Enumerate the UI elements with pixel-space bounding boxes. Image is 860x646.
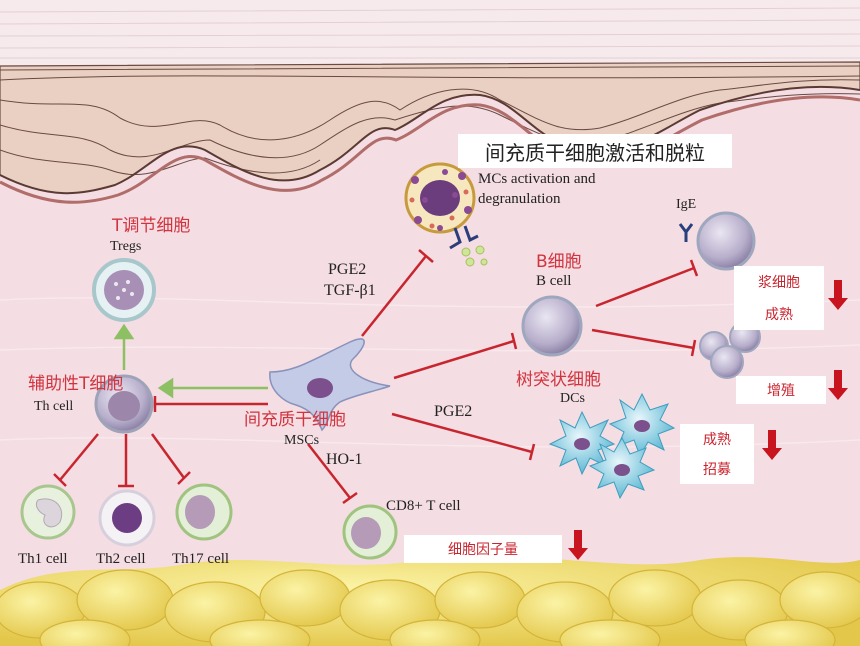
- th1-label: Th1 cell: [18, 551, 68, 567]
- plasma-cell: [696, 211, 756, 271]
- cd8-label: CD8+ T cell: [386, 498, 461, 514]
- b-cell: [521, 295, 583, 357]
- dc-effect-box: 成熟 招募: [680, 424, 754, 484]
- cytokine-box: 细胞因子量: [404, 535, 562, 563]
- proliferation-box: 增殖: [736, 376, 826, 404]
- th17-label: Th17 cell: [172, 551, 230, 567]
- treg-en-label: Tregs: [110, 239, 142, 254]
- plasma-line1: 浆细胞: [758, 275, 800, 291]
- cytokine-text: 细胞因子量: [448, 542, 518, 558]
- treg-cell: [92, 258, 156, 322]
- plasma-maturation-box: 浆细胞 成熟: [734, 266, 824, 330]
- th2-label: Th2 cell: [96, 551, 146, 567]
- promotion-arrows: [113, 323, 268, 399]
- pge2-label: PGE2: [328, 261, 367, 278]
- th-zh-label: 辅助性T细胞: [28, 374, 124, 394]
- fat-layer: [0, 555, 860, 646]
- msc-en-label: MSCs: [284, 433, 320, 448]
- treg-zh-label: T调节细胞: [112, 216, 191, 236]
- down-arrow-icons: [568, 280, 848, 560]
- mcs-en-line2: degranulation: [478, 191, 561, 207]
- bcell-en-label: B cell: [536, 273, 572, 289]
- th17-cell: [175, 483, 233, 541]
- proliferation-text: 增殖: [767, 383, 795, 399]
- tgf-beta1-label: TGF-β1: [324, 282, 376, 299]
- mcs-title-zh: 间充质干细胞激活和脱粒: [485, 140, 705, 165]
- th2-cell: [98, 489, 156, 547]
- msc-cell: [269, 338, 391, 432]
- dc-en-label: DCs: [560, 391, 585, 406]
- th1-cell: [20, 484, 76, 540]
- dc-line1: 成熟: [703, 432, 731, 448]
- dc-zh-label: 树突状细胞: [516, 370, 601, 390]
- bcell-zh-label: B细胞: [536, 252, 582, 272]
- th-en-label: Th cell: [34, 399, 74, 414]
- ige-label: IgE: [676, 197, 697, 212]
- inhibition-arrows: [53, 249, 699, 505]
- msc-zh-label: 间充质干细胞: [244, 410, 346, 430]
- ige-antibody-icon: [678, 223, 716, 242]
- dc-line2: 招募: [703, 462, 731, 478]
- th-cell: [94, 374, 154, 434]
- dendritic-cell-nuclei: [574, 420, 650, 476]
- plasma-line2: 成熟: [765, 307, 793, 323]
- cd8-t-cell: [342, 504, 398, 560]
- ho1-label: HO-1: [326, 451, 363, 468]
- mcs-en-line1: MCs activation and: [478, 171, 596, 187]
- mcs-title-box: 间充质干细胞激活和脱粒: [458, 134, 732, 168]
- pge2-dc-label: PGE2: [434, 403, 473, 420]
- mast-cell: [404, 162, 488, 267]
- epidermis-layer: [0, 0, 860, 204]
